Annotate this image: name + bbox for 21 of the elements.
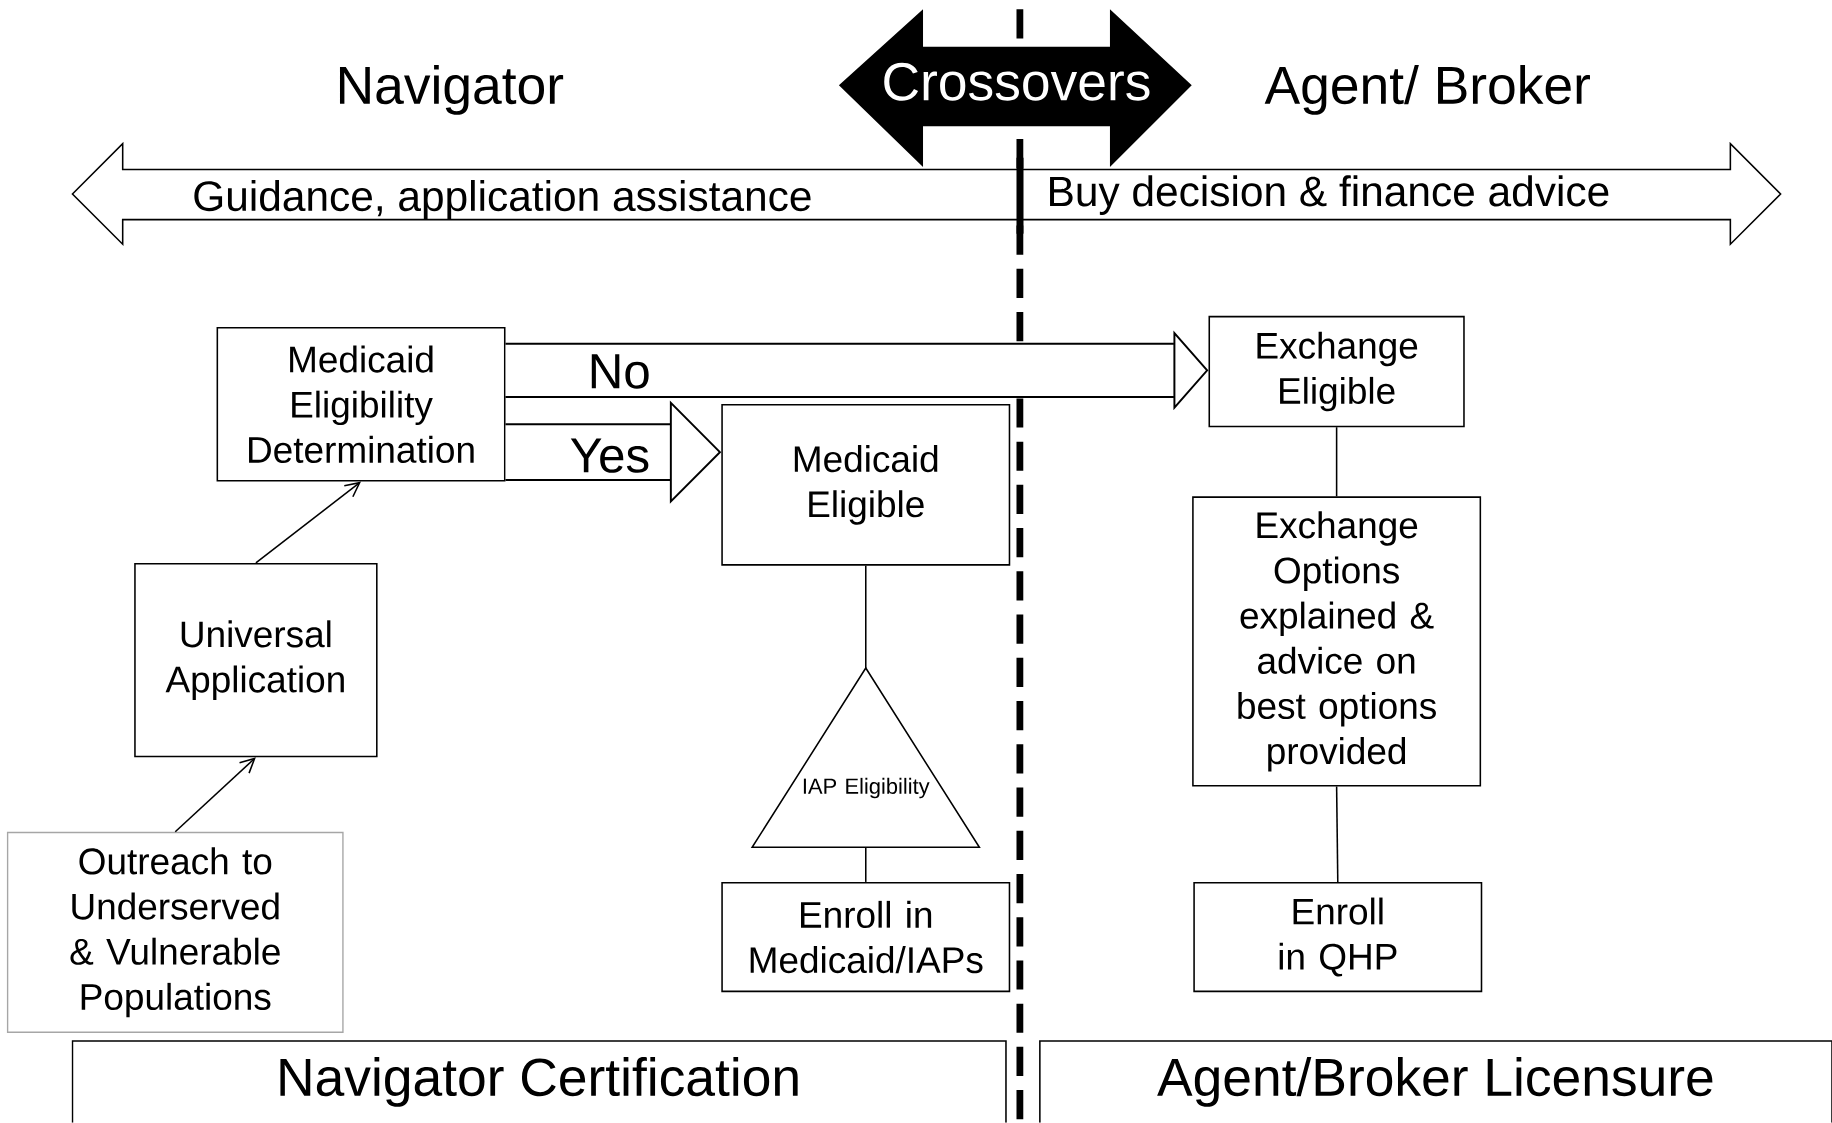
arrow-caption: Guidance, application assistance xyxy=(194,180,811,220)
connector-line xyxy=(865,565,867,669)
process-box: Medicaid Eligibility Determination xyxy=(216,327,506,482)
connector-line xyxy=(1335,785,1339,883)
connector-line xyxy=(1335,426,1338,498)
section-box: Agent/Broker Licensure xyxy=(1039,1040,1832,1123)
edge-label: No xyxy=(591,354,649,389)
process-box: Enroll in QHP xyxy=(1193,882,1483,993)
edge-label: Yes xyxy=(570,438,649,473)
arrow xyxy=(174,757,256,833)
arrow-caption: Buy decision & finance advice xyxy=(1050,175,1609,215)
arrow xyxy=(255,481,362,564)
process-box: Universal Application xyxy=(134,563,378,758)
double-arrow-banner: Crossovers xyxy=(838,9,1192,168)
column-heading: Navigator xyxy=(340,65,564,115)
section-box: Navigator Certification xyxy=(71,1040,1007,1123)
column-heading: Agent/ Broker xyxy=(1264,65,1590,115)
connector-line xyxy=(865,846,867,883)
process-box: Enroll in Medicaid/IAPs xyxy=(721,882,1011,993)
process-box: Exchange Options explained & advice on best options provided xyxy=(1192,496,1482,787)
process-box: Outreach to Underserved & Vulnerable Populations xyxy=(6,831,344,1034)
